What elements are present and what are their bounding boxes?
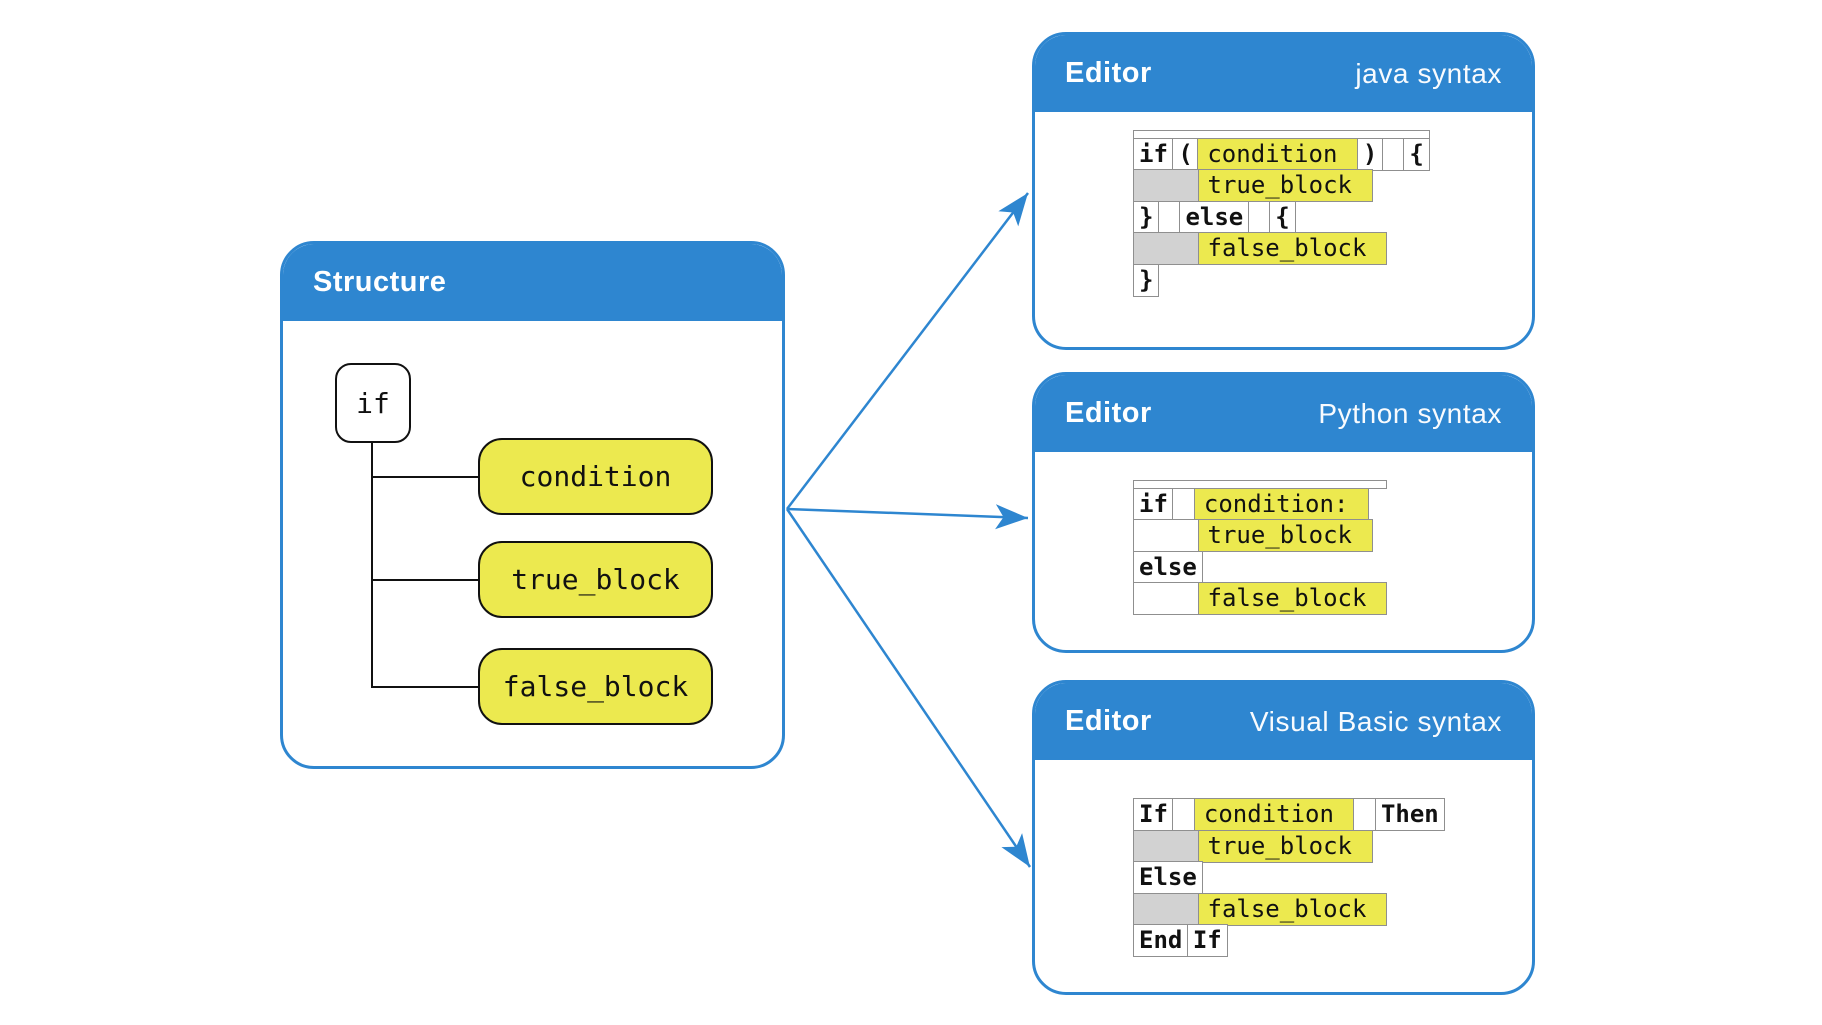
tree-node-true-block[interactable]: true_block	[478, 541, 713, 618]
code-cell-keyword[interactable]: {	[1403, 137, 1430, 171]
code-cell-keyword[interactable]: }	[1133, 263, 1160, 297]
code-cell-value[interactable]: true_block	[1197, 169, 1373, 202]
code-cell-gap[interactable]	[1172, 487, 1196, 521]
code-cell-gap[interactable]	[1172, 798, 1196, 831]
code-cell-value[interactable]: true_block	[1197, 829, 1373, 863]
code-cell-keyword[interactable]: if	[1133, 137, 1174, 171]
editor-panel-python: Editor Python syntax if condition: true_…	[1032, 372, 1535, 653]
code-cell-keyword[interactable]: If	[1133, 798, 1174, 831]
code-cell-value[interactable]: condition:	[1193, 487, 1370, 521]
code-grid-vb: If condition Then true_block Else false_…	[1133, 798, 1445, 957]
panel-title: Editor	[1065, 705, 1152, 737]
editor-header: Editor Python syntax	[1035, 375, 1532, 452]
structure-tree: if condition true_block false_block	[283, 321, 782, 766]
code-cell-keyword[interactable]: Else	[1133, 861, 1203, 894]
code-cell-value[interactable]: false_block	[1197, 892, 1388, 926]
tree-node-false-block[interactable]: false_block	[478, 648, 713, 725]
structure-panel-header: Structure	[283, 244, 782, 321]
code-cell-indent[interactable]	[1133, 519, 1199, 552]
syntax-label: Visual Basic syntax	[1249, 705, 1502, 737]
syntax-label: java syntax	[1355, 57, 1502, 89]
code-row: false_block	[1133, 892, 1445, 926]
code-cell-value[interactable]: true_block	[1197, 519, 1373, 552]
code-row: false_block	[1133, 582, 1388, 615]
code-cell-gap[interactable]	[1353, 798, 1377, 831]
code-cell-keyword[interactable]: )	[1356, 137, 1384, 171]
code-row: Else	[1133, 861, 1445, 894]
code-row: }	[1133, 263, 1430, 297]
editor-panel-vb: Editor Visual Basic syntax If condition …	[1032, 680, 1535, 995]
code-grid-python: if condition: true_block else false_bloc…	[1133, 480, 1388, 615]
tree-connector-line	[371, 443, 373, 688]
arrow-to-java	[786, 192, 1029, 510]
code-cell-gap[interactable]	[1157, 200, 1181, 234]
code-cell-indent[interactable]	[1133, 582, 1199, 615]
code-row: true_block	[1133, 519, 1387, 552]
code-cell-gap[interactable]	[1247, 200, 1271, 234]
arrow-to-python	[786, 504, 1029, 530]
code-row: if condition:	[1133, 487, 1387, 521]
code-grid-java: if ( condition ) { true_block } else {	[1133, 130, 1430, 297]
code-cell-keyword[interactable]: else	[1133, 550, 1203, 584]
editor-panel-java: Editor java syntax if ( condition ) { tr…	[1032, 32, 1535, 350]
code-row: if ( condition ) {	[1133, 137, 1430, 171]
tree-connector-line	[371, 686, 478, 688]
syntax-label: Python syntax	[1318, 397, 1502, 429]
code-cell-value[interactable]: false_block	[1197, 582, 1388, 615]
tree-node-if[interactable]: if	[335, 363, 411, 443]
code-cell-value[interactable]: condition	[1193, 798, 1355, 831]
panel-title: Structure	[313, 266, 447, 298]
tree-node-condition[interactable]: condition	[478, 438, 713, 515]
code-row: } else {	[1133, 200, 1430, 234]
code-cell-keyword[interactable]: End	[1133, 924, 1189, 957]
code-cell-keyword[interactable]: if	[1133, 487, 1174, 521]
structure-panel: Structure if condition true_block false_…	[280, 241, 785, 769]
code-cell-keyword[interactable]: else	[1179, 200, 1250, 234]
tree-connector-line	[371, 476, 478, 478]
code-row: If condition Then	[1133, 798, 1445, 831]
code-row: true_block	[1133, 829, 1445, 863]
code-cell-indent[interactable]	[1133, 169, 1199, 202]
code-row: false_block	[1133, 232, 1430, 265]
code-cell-keyword[interactable]: }	[1133, 200, 1160, 234]
panel-title: Editor	[1065, 57, 1152, 89]
code-cell-keyword[interactable]: If	[1186, 924, 1228, 957]
editor-header: Editor Visual Basic syntax	[1035, 683, 1532, 760]
editor-header: Editor java syntax	[1035, 35, 1532, 112]
code-cell-indent[interactable]	[1133, 232, 1199, 265]
code-row: End If	[1133, 924, 1445, 957]
code-cell-indent[interactable]	[1133, 892, 1199, 926]
code-cell-keyword[interactable]: Then	[1374, 798, 1445, 831]
code-cell-value[interactable]: false_block	[1197, 232, 1388, 265]
code-cell-keyword[interactable]: {	[1269, 200, 1296, 234]
code-cell-value[interactable]: condition	[1197, 137, 1359, 171]
arrow-to-vb	[785, 508, 1032, 868]
code-cell-indent[interactable]	[1133, 829, 1199, 863]
code-row: true_block	[1133, 169, 1430, 202]
tree-connector-line	[371, 579, 478, 581]
code-cell-keyword[interactable]: (	[1172, 137, 1199, 171]
code-row: else	[1133, 550, 1387, 584]
code-cell-gap[interactable]	[1381, 137, 1405, 171]
panel-title: Editor	[1065, 397, 1152, 429]
